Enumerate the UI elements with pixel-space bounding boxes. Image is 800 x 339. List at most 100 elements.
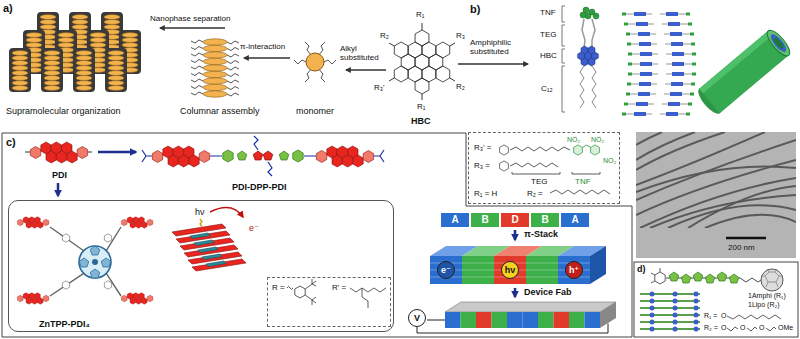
segment-label: C₁₂	[541, 84, 553, 93]
nanotube	[695, 27, 794, 117]
substituent-bonds	[389, 23, 455, 100]
chem-label: R' =	[332, 283, 346, 292]
chem-label: TNF	[575, 177, 591, 186]
panel-text: e⁻	[249, 223, 259, 233]
block-letter: A	[451, 215, 458, 225]
panel-letter: a)	[3, 2, 13, 15]
monomer-figure	[294, 42, 336, 82]
substituent-label: R₁	[416, 10, 424, 19]
meter-letter: V	[414, 314, 420, 323]
figure-caption: monomer	[296, 106, 334, 116]
charge-symbol: h⁺	[569, 266, 579, 275]
arrow-label: π-interaction	[240, 42, 285, 51]
step-label: π-Stack	[524, 229, 558, 239]
lamellar-stack	[640, 292, 700, 332]
substituent-label: R₃'	[374, 83, 385, 92]
figure-caption: Columnar assembly	[180, 106, 260, 116]
charge-symbol: e⁻	[441, 266, 451, 275]
arrow-label: Nanophase separation	[150, 14, 231, 23]
tnf-rings	[574, 145, 600, 155]
scale-label: 200 nm	[728, 243, 755, 252]
molecule-name: PDI-DPP-PDI	[232, 182, 287, 192]
tem-image	[636, 132, 796, 258]
panel-frame	[2, 133, 632, 337]
photon-circle: hν	[501, 261, 519, 279]
bridge-block: B	[530, 212, 560, 228]
figure-caption: HBC	[411, 116, 431, 126]
segment-label: HBC	[540, 51, 557, 60]
chem-label: R₁ = H	[474, 189, 497, 198]
side-chains	[727, 315, 781, 331]
molecule-name: PDI	[52, 170, 67, 180]
charge-circle: e⁻	[437, 261, 455, 279]
panel-frame	[634, 262, 798, 337]
block-letter: B	[481, 215, 488, 225]
substituent-label: R₃	[456, 31, 465, 40]
block-letter: A	[571, 215, 578, 225]
device-block	[417, 302, 616, 333]
chem-label: NO₂	[567, 136, 580, 144]
chem-label: R₃' =	[474, 143, 491, 152]
pdi-structure	[30, 142, 87, 163]
transfer-arrow	[210, 208, 243, 217]
columnar-stack	[191, 39, 239, 97]
atom-label: O	[759, 324, 764, 332]
panel-letter: b)	[470, 3, 480, 16]
bridge-block: B	[470, 212, 500, 228]
acceptor-block: A	[560, 212, 590, 228]
zntpp-pdi4-structure	[17, 217, 152, 305]
atom-label: O	[721, 312, 726, 320]
charge-circle: h⁺	[565, 261, 583, 279]
oligothiophene-structure	[651, 268, 783, 291]
chem-label: R =	[272, 283, 285, 292]
flow-arrows	[58, 152, 515, 297]
zntpp-panel: hν e⁻ ZnTPP-PDI₄ R = R' =	[8, 200, 394, 332]
substituent-label: R₁	[417, 102, 425, 111]
segment-brackets	[562, 6, 565, 112]
atom-label: OMe	[778, 324, 793, 332]
chem-label: R₁ =	[704, 312, 717, 320]
supramolecular-lattice	[9, 12, 141, 92]
substituent-structures	[500, 145, 610, 194]
acceptor-block: A	[440, 212, 470, 228]
panel-text: hν	[195, 207, 205, 217]
molecule-name: 1Amphi (R₁)	[748, 292, 786, 300]
substituent-box: NO₂ NO₂ R₃' = NO₂ R₃ = TEG TNF R₁ = H R₂ =	[468, 132, 620, 204]
voltmeter-symbol: V	[408, 309, 426, 327]
segment-label: TNF	[540, 8, 556, 17]
pdi-dpp-pdi-structure	[142, 136, 384, 176]
stacked-assembly	[622, 12, 696, 116]
charge-symbol: hν	[505, 266, 516, 275]
chem-label: TEG	[531, 177, 547, 186]
substituent-label: R₂	[456, 82, 465, 91]
chem-label: R₂ =	[527, 189, 543, 198]
substituent-box: R = R' =	[267, 277, 391, 327]
figure-caption: Supramolecular organization	[6, 106, 121, 116]
light-squiggle	[200, 219, 202, 227]
r-group-structures	[287, 279, 386, 308]
atom-label: O	[740, 324, 745, 332]
hbc-structure	[394, 30, 449, 94]
pi-stack-block	[430, 246, 606, 284]
substituent-label: R₂	[380, 31, 389, 40]
atom-label: O	[721, 324, 726, 332]
molecule-name: 1Lipo (R₂)	[748, 301, 780, 309]
amphiphile-molecule	[578, 7, 599, 108]
block-letter: D	[511, 215, 518, 225]
chem-label: R₂ =	[704, 324, 718, 332]
chem-label: NO₂	[603, 157, 616, 165]
chem-label: NO₂	[591, 136, 604, 144]
arrow-label: Amphiphilic substituted	[470, 38, 530, 56]
panel-letter: d)	[637, 264, 646, 274]
arrow-label: Alkyl substituted	[340, 44, 386, 62]
panel-text: ZnTPP-PDI₄	[39, 319, 90, 329]
block-letter: B	[541, 215, 548, 225]
slab-stack	[172, 224, 246, 271]
panel-letter: c)	[6, 136, 16, 149]
donor-block: D	[500, 212, 530, 228]
step-label: Device Fab	[524, 287, 572, 297]
chem-label: R₃ =	[474, 161, 490, 170]
